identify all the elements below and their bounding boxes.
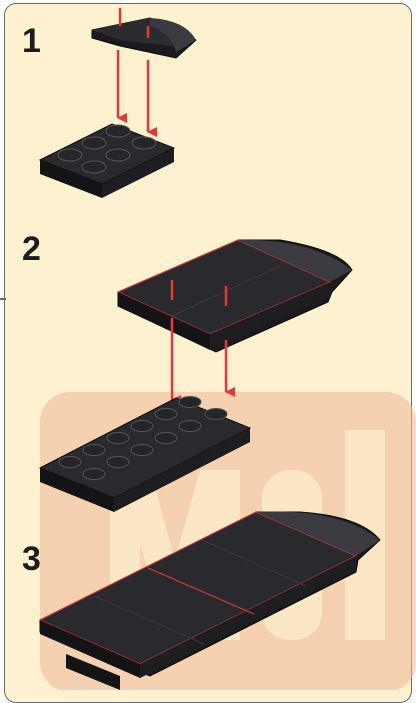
step-number-3: 3 [22, 542, 41, 576]
large-slope-piece [118, 240, 352, 352]
step-number-2: 2 [22, 232, 41, 266]
plate-2x3 [40, 124, 174, 198]
step-1-assembly [40, 8, 196, 198]
slope-piece-1x2 [92, 18, 196, 58]
step-number-1: 1 [22, 24, 41, 58]
